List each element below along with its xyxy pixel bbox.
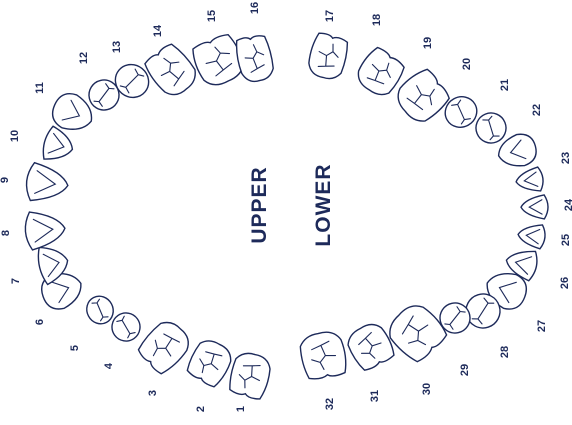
tooth-number-24: 24 — [563, 198, 572, 211]
tooth-16[interactable] — [233, 33, 276, 84]
tooth-2[interactable] — [184, 336, 236, 390]
tooth-number-30: 30 — [421, 383, 433, 395]
tooth-8[interactable] — [24, 209, 67, 250]
tooth-number-18: 18 — [371, 14, 383, 26]
tooth-number-27: 27 — [536, 320, 548, 332]
tooth-number-15: 15 — [206, 10, 218, 22]
tooth-number-10: 10 — [9, 130, 21, 142]
tooth-number-5: 5 — [69, 345, 81, 351]
tooth-number-6: 6 — [34, 319, 46, 325]
tooth-number-17: 17 — [324, 10, 336, 22]
teeth-layer — [24, 31, 548, 401]
tooth-number-4: 4 — [103, 362, 115, 369]
tooth-number-14: 14 — [152, 24, 164, 37]
tooth-number-7: 7 — [10, 278, 22, 284]
tooth-10[interactable] — [40, 125, 77, 165]
tooth-number-19: 19 — [422, 37, 434, 49]
tooth-number-9: 9 — [0, 177, 11, 183]
tooth-number-2: 2 — [195, 406, 207, 412]
tooth-25[interactable] — [517, 222, 546, 249]
tooth-number-12: 12 — [78, 52, 90, 64]
tooth-number-29: 29 — [459, 364, 471, 376]
tooth-number-8: 8 — [0, 230, 12, 236]
tooth-3[interactable] — [134, 316, 195, 377]
tooth-17[interactable] — [306, 31, 351, 81]
upper-arch-label: UPPER — [248, 166, 271, 243]
tooth-23[interactable] — [515, 167, 545, 194]
tooth-number-26: 26 — [559, 277, 571, 289]
tooth-number-22: 22 — [531, 104, 543, 116]
tooth-number-31: 31 — [369, 390, 381, 402]
tooth-number-23: 23 — [560, 152, 572, 164]
tooth-number-1: 1 — [235, 406, 247, 412]
tooth-24[interactable] — [521, 195, 548, 219]
tooth-number-3: 3 — [147, 390, 159, 396]
tooth-number-20: 20 — [461, 58, 473, 70]
tooth-32[interactable] — [297, 329, 349, 383]
tooth-number-32: 32 — [324, 398, 336, 410]
lower-arch-label: LOWER — [312, 163, 335, 246]
tooth-number-11: 11 — [34, 82, 46, 94]
tooth-number-28: 28 — [499, 346, 511, 358]
tooth-9[interactable] — [25, 162, 70, 204]
tooth-31[interactable] — [343, 319, 398, 374]
tooth-1[interactable] — [227, 350, 273, 401]
tooth-number-21: 21 — [499, 79, 511, 91]
tooth-number-16: 16 — [249, 2, 261, 14]
tooth-number-25: 25 — [560, 234, 572, 246]
tooth-number-13: 13 — [111, 41, 123, 53]
